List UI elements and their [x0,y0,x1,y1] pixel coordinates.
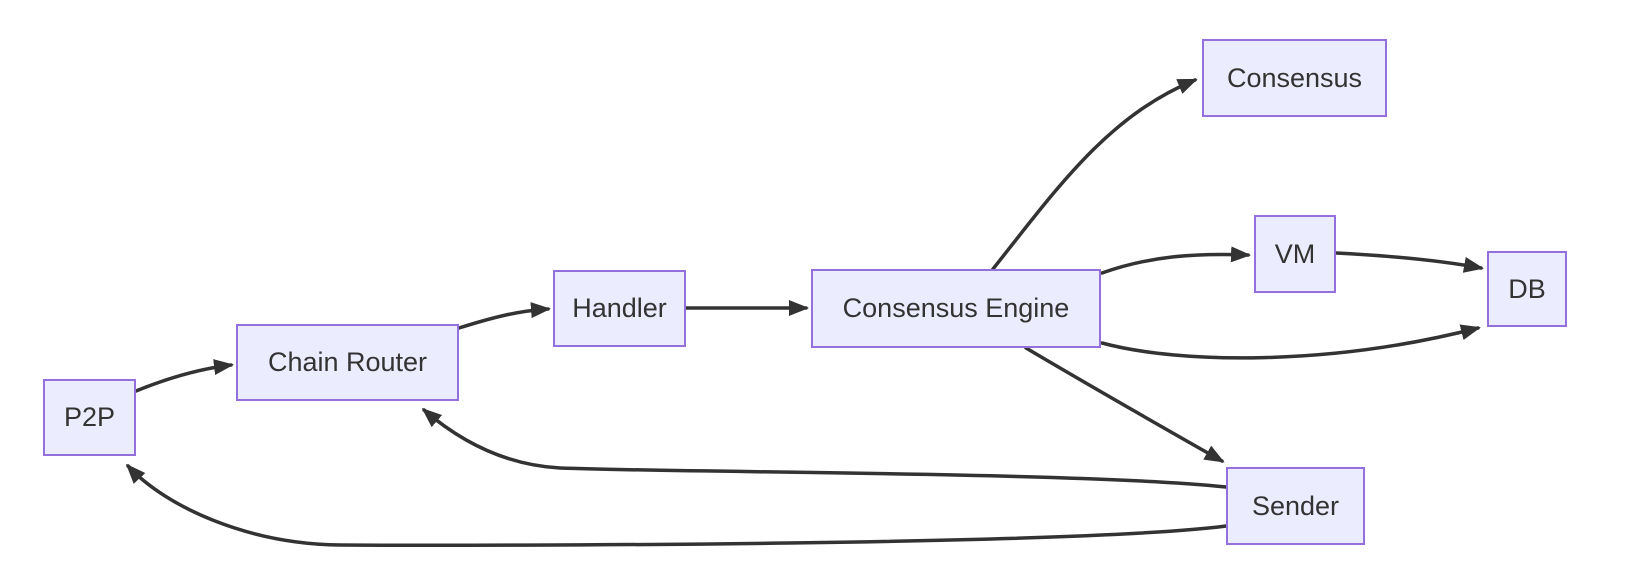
node-consensus-engine: Consensus Engine [811,269,1101,348]
node-db-label: DB [1508,273,1546,304]
node-vm: VM [1254,215,1336,293]
node-chain-router-label: Chain Router [267,347,428,377]
node-consensus-engine-label: Consensus Engine [842,293,1070,323]
edge-vm-to-db [1334,251,1484,273]
edge-consensus-engine-to-vm [1100,246,1251,275]
node-consensus-label: Consensus [1226,62,1363,93]
node-db: DB [1487,251,1567,327]
node-p2p: P2P [43,379,136,456]
edge-p2p-to-chain-router [134,359,234,393]
node-handler-label: Handler [572,293,667,323]
node-p2p-label: P2P [63,402,116,432]
node-vm-label: VM [1274,238,1316,269]
edge-consensus-engine-to-sender [1024,346,1225,463]
edge-consensus-engine-to-consensus [991,78,1198,271]
node-sender-label: Sender [1251,490,1340,521]
edge-sender-to-chain-router [421,408,1228,489]
node-consensus: Consensus [1202,39,1387,117]
node-sender: Sender [1226,467,1365,545]
node-handler: Handler [553,270,686,347]
node-chain-router: Chain Router [236,324,459,401]
edge-chain-router-to-handler [457,302,551,330]
edge-consensus-engine-to-db [1100,324,1481,360]
edge-sender-to-p2p [125,463,1228,548]
